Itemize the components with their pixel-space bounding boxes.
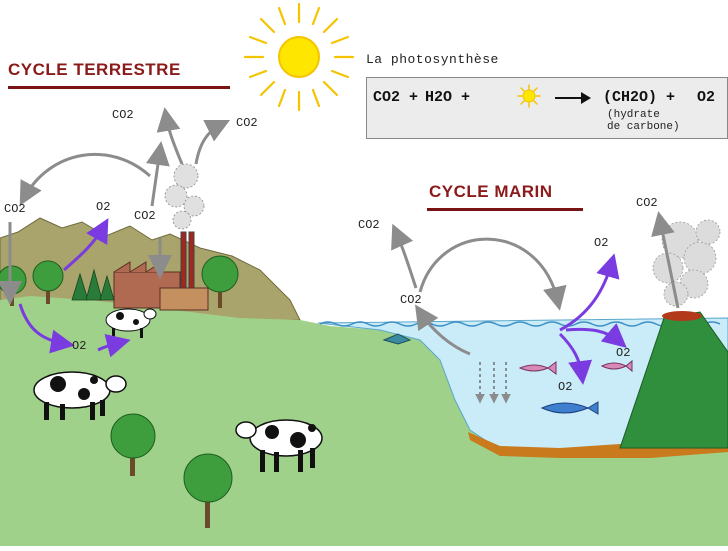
arrow-right-icon — [555, 92, 591, 104]
sea-floor — [468, 432, 728, 458]
sun-icon — [243, 2, 355, 112]
fish-icon — [382, 333, 633, 415]
hydrate-line-1: (hydrate — [607, 109, 660, 121]
co2-label: CO2 — [236, 116, 258, 130]
co2-label: CO2 — [134, 209, 156, 223]
co2-label: CO2 — [112, 108, 134, 122]
conifer-icon — [71, 268, 115, 301]
co2-label: CO2 — [400, 293, 422, 307]
co2-label: CO2 — [4, 202, 26, 216]
co2-label: CO2 — [358, 218, 380, 232]
cycle-marin-title: CYCLE MARIN — [429, 182, 553, 201]
sun-icon — [517, 84, 541, 108]
cow-icon — [33, 371, 127, 420]
cow-icon — [105, 308, 157, 338]
dashed-arrows — [475, 362, 511, 404]
tree-icon — [0, 255, 239, 528]
photosynthese-label: La photosynthèse — [366, 52, 499, 67]
grass-land — [0, 296, 728, 546]
hydrate-note: (hydrate de carbone) — [607, 109, 680, 133]
arrow-icon — [18, 218, 627, 385]
o2-label: O2 — [594, 236, 609, 250]
formula-o2: O2 — [697, 89, 716, 106]
co2-label: CO2 — [636, 196, 658, 210]
title-underline — [427, 208, 583, 211]
o2-label: O2 — [558, 380, 573, 394]
formula-co2: CO2 + — [373, 89, 419, 106]
arrow-icon — [0, 107, 680, 356]
smoke-icon — [164, 163, 205, 230]
o2-label: O2 — [616, 346, 631, 360]
cycle-terrestre-title: CYCLE TERRESTRE — [8, 60, 181, 79]
title-underline — [8, 86, 230, 89]
hydrate-line-2: de carbone) — [607, 121, 680, 133]
formula-h2o: H2O + — [425, 89, 471, 106]
formula-ch2o: (CH2O) + — [603, 89, 676, 106]
o2-label: O2 — [96, 200, 111, 214]
volcano-icon — [619, 311, 728, 449]
formula-box: CO2 + H2O + (CH2O) + O2 (hydrate de carb… — [366, 77, 728, 139]
cow-icon — [235, 419, 323, 472]
o2-label: O2 — [72, 339, 87, 353]
wave-line — [319, 321, 721, 327]
